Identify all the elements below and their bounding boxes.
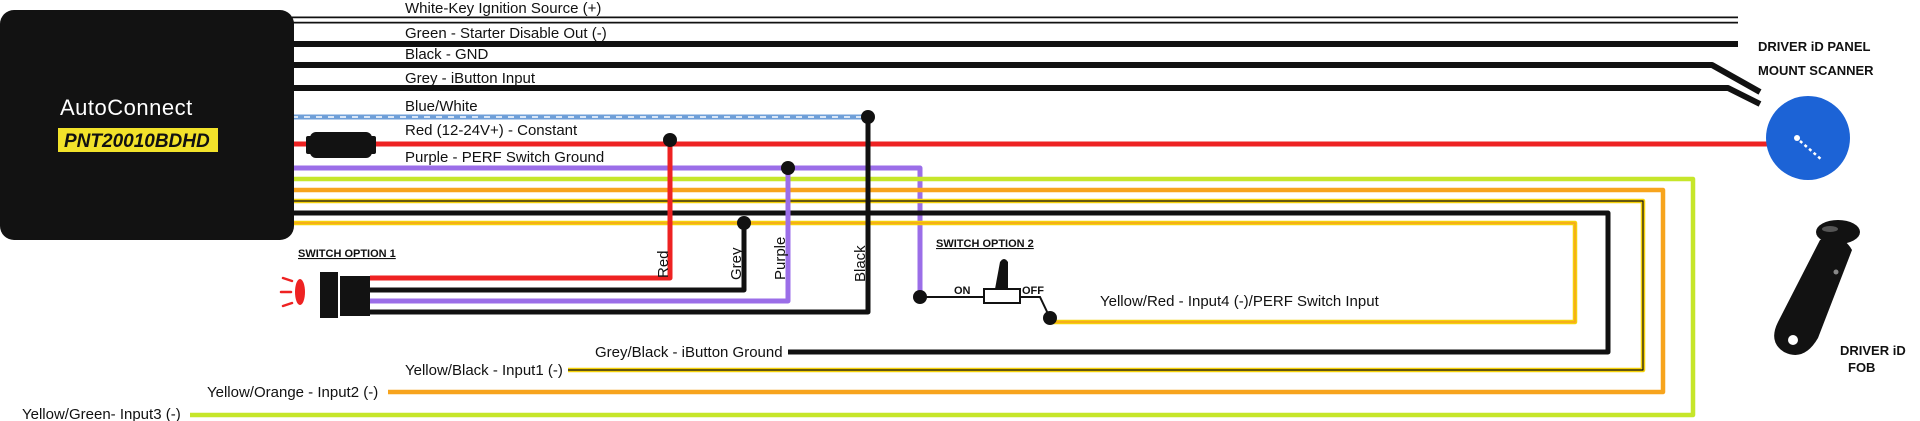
label-red-wire: Red (12-24V+) - Constant <box>405 122 578 139</box>
scanner-label-line1: DRIVER iD PANEL <box>1758 39 1870 54</box>
switch-option-1-title: SWITCH OPTION 1 <box>298 248 396 260</box>
autoconnect-module: AutoConnect PNT20010BDHD <box>0 10 294 240</box>
label-purple-wire: Purple - PERF Switch Ground <box>405 149 604 166</box>
junction-dot <box>781 161 795 175</box>
fob-strap-icon <box>1774 237 1852 355</box>
switch-option-2-title: SWITCH OPTION 2 <box>936 238 1034 250</box>
label-yellow-red-wire: Yellow/Red - Input4 (-)/PERF Switch Inpu… <box>1100 293 1380 310</box>
label-grey-black-wire: Grey/Black - iButton Ground <box>595 344 783 361</box>
label-black-wire: Black - GND <box>405 46 489 63</box>
scanner-disc-icon <box>1766 96 1850 180</box>
switch-off-label: OFF <box>1022 285 1044 297</box>
switch-1-housing <box>320 272 338 318</box>
label-yellow-orange-wire: Yellow/Orange - Input2 (-) <box>207 384 378 401</box>
yellow-red-wire-stripe <box>292 222 1576 323</box>
fuse-holder <box>306 132 376 158</box>
module-body <box>0 10 294 240</box>
vertical-label-grey: Grey <box>728 247 745 280</box>
label-grey-wire: Grey - iButton Input <box>405 70 536 87</box>
switch-option-2: SWITCH OPTION 2 ON OFF <box>920 238 1051 319</box>
vertical-label-red: Red <box>655 250 672 278</box>
driver-id-fob: DRIVER iD FOB <box>1774 220 1906 375</box>
switch-on-label: ON <box>954 285 971 297</box>
label-green-wire: Green - Starter Disable Out (-) <box>405 25 607 42</box>
scanner-center-dot <box>1794 135 1800 141</box>
led-icon <box>295 279 305 305</box>
scanner-label-line2: MOUNT SCANNER <box>1758 63 1874 78</box>
module-brand: AutoConnect <box>60 95 193 120</box>
fob-hole <box>1788 335 1798 345</box>
driver-id-scanner: DRIVER iD PANEL MOUNT SCANNER <box>1758 39 1874 180</box>
switch-option-1: SWITCH OPTION 1 <box>279 248 396 318</box>
fob-head-shine <box>1822 226 1838 232</box>
junction-dots <box>663 110 1057 325</box>
fob-label-line2: FOB <box>1848 360 1875 375</box>
purple-perf-wire <box>292 165 923 293</box>
part-number: PNT20010BDHD <box>64 131 210 152</box>
led-rays-icon <box>279 276 294 308</box>
label-yellow-black-wire: Yellow/Black - Input1 (-) <box>405 362 563 379</box>
fob-label-line1: DRIVER iD <box>1840 343 1906 358</box>
part-number-badge <box>58 128 218 152</box>
label-white-wire: White-Key Ignition Source (+) <box>405 0 601 17</box>
vertical-label-purple: Purple <box>772 237 789 280</box>
fob-slot <box>1833 269 1839 275</box>
fob-head-icon <box>1816 220 1860 244</box>
yellow-black-wire-core <box>292 200 1644 371</box>
junction-dot <box>737 216 751 230</box>
junction-dot <box>861 110 875 124</box>
wire-labels: White-Key Ignition Source (+) Green - St… <box>22 0 1380 421</box>
label-yellow-green-wire: Yellow/Green- Input3 (-) <box>22 406 181 421</box>
sw1-grey-wire <box>370 223 747 293</box>
grey-black-ibutton-ground-wire <box>292 210 1611 355</box>
toggle-switch-lever-icon <box>995 259 1008 289</box>
yellow-red-wire <box>292 220 1578 325</box>
sw1-black-wire <box>370 117 871 315</box>
sw1-purple-wire <box>370 168 791 304</box>
black-gnd-wire <box>292 62 1762 95</box>
sw1-red-wire <box>370 140 673 281</box>
junction-dot <box>663 133 677 147</box>
sw2-right-lead <box>1018 296 1051 319</box>
yellow-green-wire <box>190 176 1696 418</box>
switch-1-connector <box>340 276 370 316</box>
toggle-switch-body <box>983 288 1021 304</box>
grey-ibutton-wire <box>292 85 1762 107</box>
scanner-led-trail <box>1799 140 1823 161</box>
label-blue-white-wire: Blue/White <box>405 98 478 115</box>
vertical-label-black: Black <box>852 245 869 282</box>
wire-layer <box>190 16 1768 418</box>
yellow-orange-wire <box>292 187 1666 395</box>
